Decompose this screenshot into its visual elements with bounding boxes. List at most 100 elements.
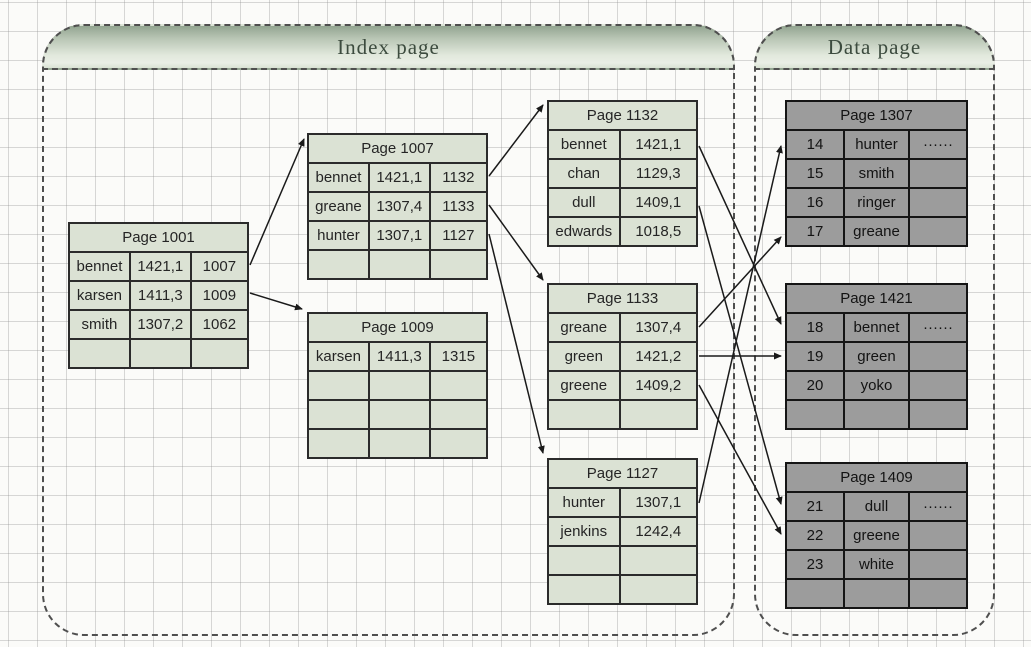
table-cell: dull	[842, 491, 911, 522]
table-cell: bennet	[307, 162, 370, 193]
table-row	[785, 399, 968, 430]
table-row	[785, 578, 968, 609]
table-cell: 14	[785, 129, 845, 160]
table-cell	[908, 187, 968, 218]
table-cell: ringer	[842, 187, 911, 218]
page-header-row: Page 1001	[68, 222, 249, 253]
table-cell: 16	[785, 187, 845, 218]
page-header-row: Page 1007	[307, 133, 488, 164]
table-cell	[547, 574, 621, 605]
table-cell: hunter	[547, 487, 621, 518]
table-cell: 1018,5	[618, 216, 699, 247]
page-title: Page 1409	[785, 462, 968, 493]
table-cell: 18	[785, 312, 845, 343]
table-cell	[367, 249, 431, 280]
table-cell: 1062	[189, 309, 250, 340]
page-header-row: Page 1132	[547, 100, 698, 131]
table-cell: hunter	[842, 129, 911, 160]
table-cell: karsen	[307, 341, 370, 372]
table-cell: greene	[842, 520, 911, 551]
page-title: Page 1421	[785, 283, 968, 314]
table-row	[307, 249, 489, 280]
page-header-row: Page 1009	[307, 312, 488, 343]
table-row	[547, 574, 699, 605]
table-cell	[842, 399, 911, 430]
table-row	[307, 370, 489, 401]
table-cell	[307, 428, 370, 459]
table-cell	[908, 399, 968, 430]
page-title: Page 1001	[68, 222, 249, 253]
page-title: Page 1133	[547, 283, 698, 314]
table-cell: 1307,4	[618, 312, 699, 343]
table-cell: 1421,1	[367, 162, 431, 193]
table-cell	[68, 338, 131, 369]
table-cell: 1307,1	[618, 487, 699, 518]
index-page-banner-label: Index page	[337, 35, 440, 59]
table-cell	[908, 370, 968, 401]
table-cell: 1409,1	[618, 187, 699, 218]
page-header-row: Page 1127	[547, 458, 698, 489]
table-row	[307, 428, 489, 459]
table-cell: bennet	[842, 312, 911, 343]
table-cell	[908, 216, 968, 247]
table-cell: dull	[547, 187, 621, 218]
table-cell: 22	[785, 520, 845, 551]
table-cell: white	[842, 549, 911, 580]
table-cell	[428, 428, 489, 459]
table-cell: bennet	[68, 251, 131, 282]
table-cell: 1132	[428, 162, 489, 193]
table-cell	[307, 370, 370, 401]
table-cell: 1129,3	[618, 158, 699, 189]
table-cell: ······	[908, 312, 968, 343]
table-cell	[908, 578, 968, 609]
table-cell: greane	[307, 191, 370, 222]
table-cell: bennet	[547, 129, 621, 160]
table-cell: 1411,3	[128, 280, 192, 311]
table-cell: 23	[785, 549, 845, 580]
data-page-banner: Data page	[754, 24, 995, 70]
table-cell	[367, 399, 431, 430]
table-row	[547, 399, 699, 430]
table-cell: 1307,1	[367, 220, 431, 251]
table-cell: yoko	[842, 370, 911, 401]
page-title: Page 1132	[547, 100, 698, 131]
table-cell: 20	[785, 370, 845, 401]
table-cell: 1421,1	[618, 129, 699, 160]
index-page-region: Index page	[42, 24, 735, 636]
table-cell: 1307,4	[367, 191, 431, 222]
table-cell	[785, 399, 845, 430]
table-cell: greene	[547, 370, 621, 401]
table-cell	[785, 578, 845, 609]
table-cell: greane	[842, 216, 911, 247]
table-cell	[428, 249, 489, 280]
table-cell: 1242,4	[618, 516, 699, 547]
page-header-row: Page 1133	[547, 283, 698, 314]
table-cell: ······	[908, 491, 968, 522]
table-cell	[307, 249, 370, 280]
page-title: Page 1009	[307, 312, 488, 343]
table-cell	[547, 545, 621, 576]
table-cell: 17	[785, 216, 845, 247]
table-cell: 1007	[189, 251, 250, 282]
table-cell	[128, 338, 192, 369]
table-cell	[908, 520, 968, 551]
